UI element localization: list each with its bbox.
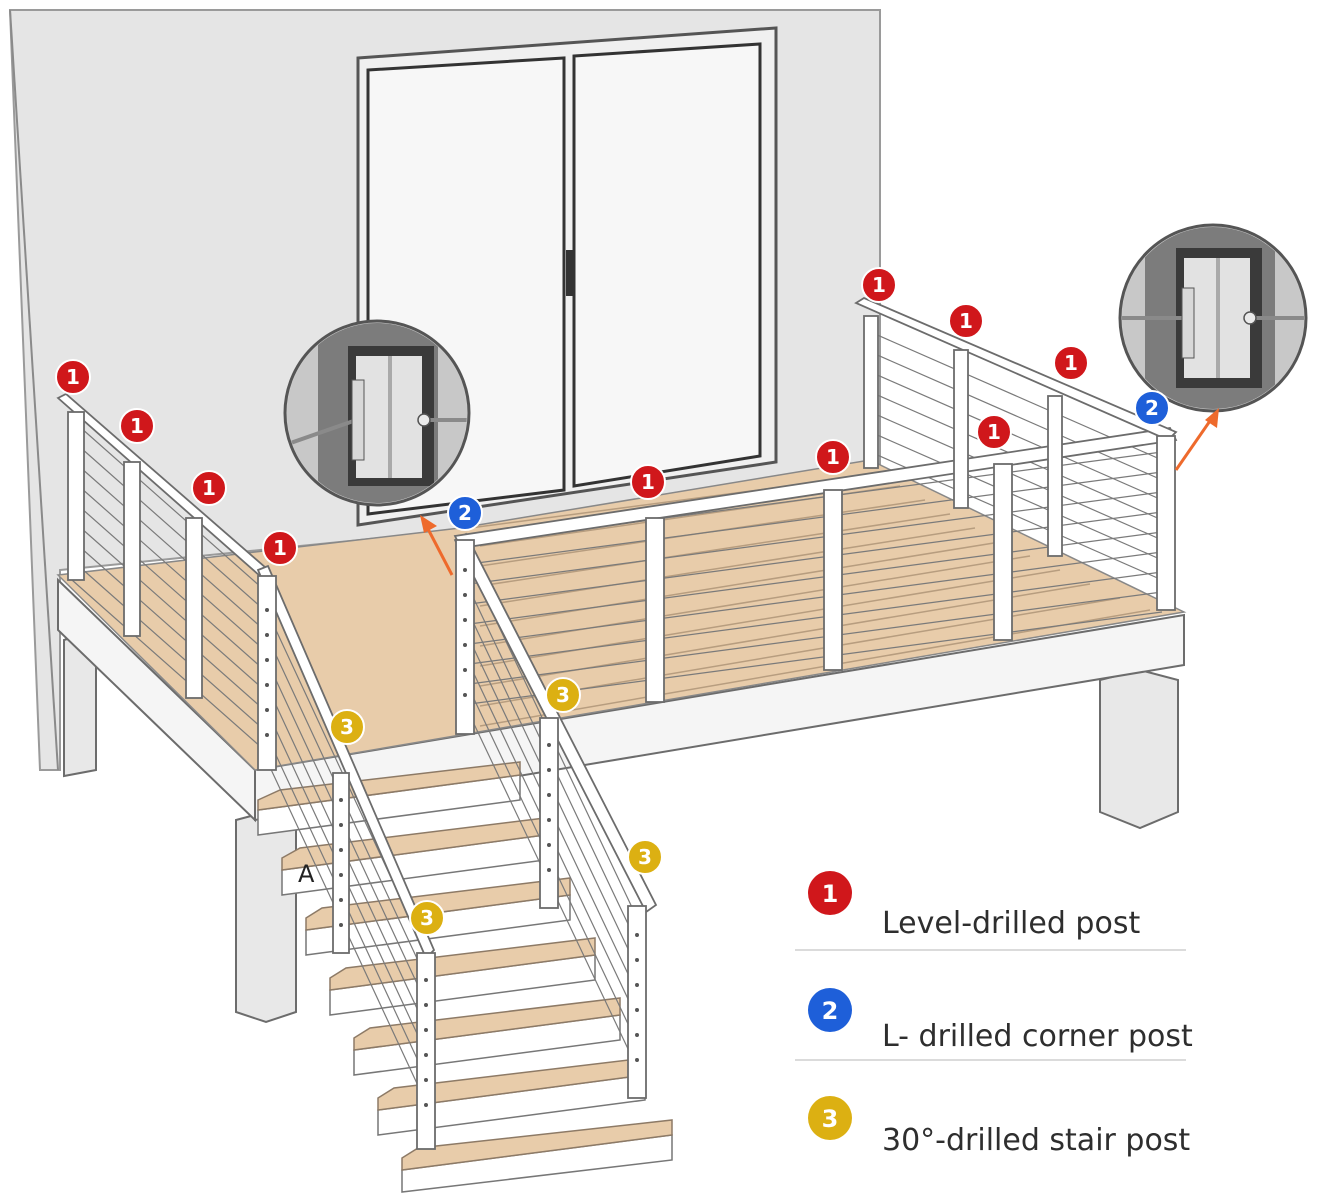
legend-item-level-post: 1 Level-drilled post: [808, 871, 1140, 941]
legend-label-corner-post: L- drilled corner post: [882, 1019, 1193, 1054]
legend-number-3: 3: [822, 1105, 839, 1133]
svg-text:1: 1: [826, 445, 840, 469]
svg-text:1: 1: [273, 536, 287, 560]
svg-text:1: 1: [202, 476, 216, 500]
svg-text:3: 3: [340, 715, 354, 739]
legend-badge-1: [808, 871, 852, 915]
corner-post-badge: 2: [447, 495, 483, 531]
stair-post-badge: 3: [329, 709, 365, 745]
level-post-badge: 1: [119, 408, 155, 444]
post-badges: 1 1 1 1 1 1 1 1 1 1 2 2 3 3 3 3: [55, 267, 1170, 936]
corner-post-detail-left: [283, 319, 471, 507]
level-post-badge: 1: [630, 464, 666, 500]
deck-surface: [56, 459, 1187, 771]
legend-label-level-post: Level-drilled post: [882, 906, 1140, 941]
svg-text:1: 1: [959, 309, 973, 333]
level-post-badge: 1: [948, 303, 984, 339]
railing-posts: [67, 315, 1176, 1150]
svg-text:3: 3: [420, 906, 434, 930]
level-post-badge: 1: [815, 439, 851, 475]
svg-text:3: 3: [556, 683, 570, 707]
corner-post-detail-right: [1118, 223, 1308, 413]
legend-badge-2: [808, 988, 852, 1032]
post-drill-holes: [265, 568, 639, 1107]
svg-text:2: 2: [458, 501, 472, 525]
level-post-badge: 1: [976, 414, 1012, 450]
legend-label-stair-post: 30°-drilled stair post: [882, 1123, 1190, 1158]
svg-text:2: 2: [1145, 396, 1159, 420]
legend-item-stair-post: 3 30°-drilled stair post: [808, 1096, 1190, 1158]
callout-arrows: [420, 408, 1219, 576]
legend: 1 Level-drilled post 2 L- drilled corner…: [795, 871, 1193, 1158]
svg-text:3: 3: [638, 845, 652, 869]
level-post-badge: 1: [191, 470, 227, 506]
level-post-badge: 1: [262, 530, 298, 566]
legend-number-1: 1: [822, 880, 839, 908]
svg-text:1: 1: [872, 273, 886, 297]
svg-text:1: 1: [130, 414, 144, 438]
svg-text:1: 1: [987, 420, 1001, 444]
legend-number-2: 2: [822, 997, 839, 1025]
legend-item-corner-post: 2 L- drilled corner post: [808, 988, 1193, 1054]
svg-text:1: 1: [1064, 351, 1078, 375]
level-post-badge: 1: [1053, 345, 1089, 381]
svg-text:1: 1: [66, 365, 80, 389]
stair-post-badge: 3: [627, 839, 663, 875]
stair-post-badge: 3: [409, 900, 445, 936]
deck-supports: [63, 628, 1179, 1024]
level-post-badge: 1: [861, 267, 897, 303]
staircase: [257, 761, 673, 1193]
stair-post-badge: 3: [545, 677, 581, 713]
legend-badge-3: [808, 1096, 852, 1140]
svg-text:1: 1: [641, 470, 655, 494]
marker-a: A: [298, 860, 315, 888]
corner-post-badge: 2: [1134, 390, 1170, 426]
level-post-badge: 1: [55, 359, 91, 395]
